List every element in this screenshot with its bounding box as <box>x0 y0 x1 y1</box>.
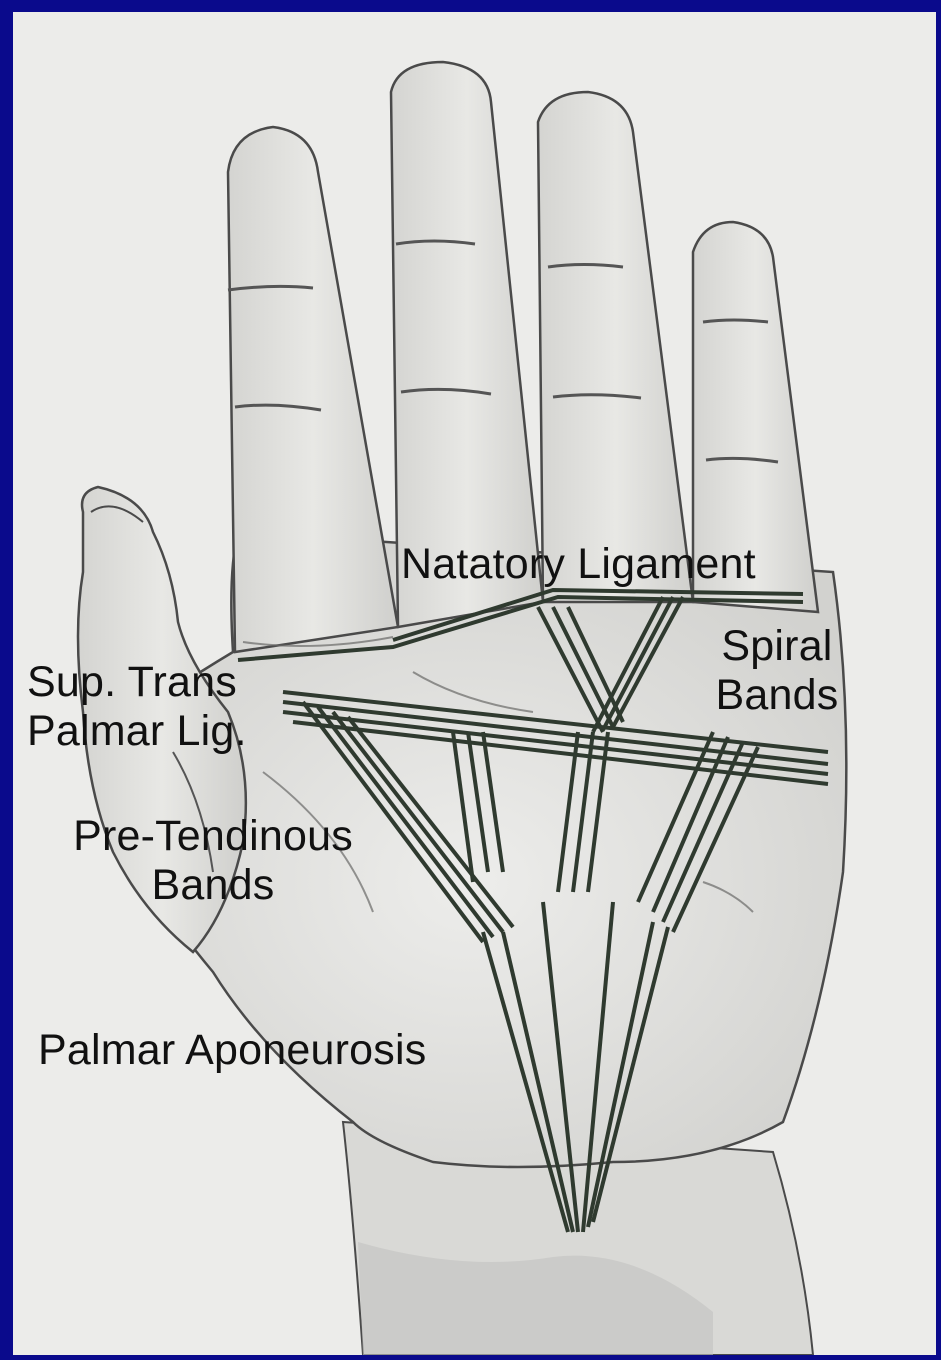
sup-trans-palmar-lig-label: Sup. Trans Palmar Lig. <box>27 658 247 756</box>
pre-tendinous-bands-label: Pre-Tendinous Bands <box>13 812 413 910</box>
spiral-bands-label: Spiral Bands <box>697 622 857 720</box>
palmar-aponeurosis-label: Palmar Aponeurosis <box>38 1026 426 1075</box>
diagram-frame: Natatory Ligament Spiral Bands Sup. Tran… <box>13 12 936 1355</box>
natatory-ligament-label: Natatory Ligament <box>401 540 756 589</box>
index-finger <box>228 127 398 652</box>
ring-finger <box>538 92 693 602</box>
